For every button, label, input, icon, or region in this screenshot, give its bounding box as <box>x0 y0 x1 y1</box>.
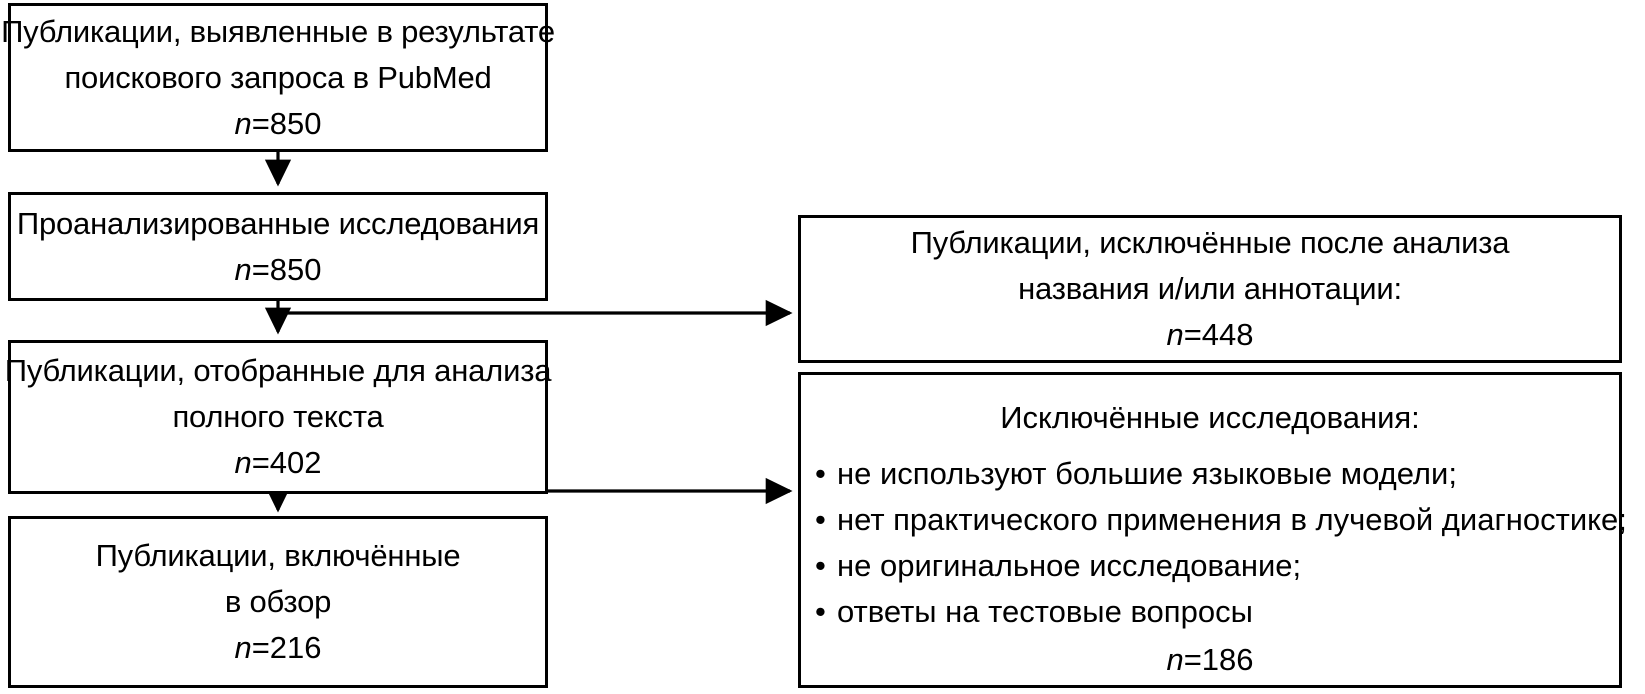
box-included-line2: в обзор <box>224 584 332 619</box>
box-included-in-review: Публикации, включённые в обзор n=216 <box>8 516 548 688</box>
box-records-identified: Публикации, выявленные в результате поис… <box>1 3 555 152</box>
n-symbol: n <box>234 105 252 141</box>
list-item: • нет практического применения в лучевой … <box>801 497 1627 543</box>
n-symbol: n <box>1166 642 1184 677</box>
n-value: =850 <box>251 251 322 287</box>
box-fulltext-count: n=402 <box>234 440 321 486</box>
box-excluded-studies: Исключённые исследования: • не используют… <box>798 372 1627 688</box>
list-item: • не оригинальное исследование; <box>801 543 1619 589</box>
n-symbol: n <box>234 251 252 287</box>
n-value: =850 <box>251 105 322 141</box>
n-symbol: n <box>234 445 252 480</box>
list-item-label: не используют большие языковые модели; <box>837 456 1457 491</box>
bullet-icon: • <box>815 456 826 491</box>
list-item: • не используют большие языковые модели; <box>801 451 1619 497</box>
box-identified-line2: поискового запроса в PubMed <box>64 59 492 95</box>
box-analyzed-count: n=850 <box>234 247 321 293</box>
box-analyzed-line1: Проанализированные исследования <box>16 205 540 241</box>
n-symbol: n <box>234 630 252 665</box>
box-identified-count: n=850 <box>234 101 321 147</box>
bullet-icon: • <box>815 502 826 537</box>
bullet-icon: • <box>815 548 826 583</box>
list-item-label: не оригинальное исследование; <box>837 548 1302 583</box>
box-fulltext-line2: полного текста <box>172 399 384 434</box>
list-item: • ответы на тестовые вопросы <box>801 589 1619 635</box>
bullet-icon: • <box>815 594 826 629</box>
n-value: =402 <box>251 445 322 480</box>
n-value: =448 <box>1183 317 1254 352</box>
box-fulltext-line1: Публикации, отобранные для анализа <box>4 353 552 388</box>
list-item-label: нет практического применения в лучевой д… <box>837 502 1627 537</box>
n-symbol: n <box>1166 317 1184 352</box>
box-excluded-abstract-line1: Публикации, исключённые после анализа <box>910 225 1510 260</box>
box-included-line1: Публикации, включённые <box>95 538 461 573</box>
box-fulltext-selected: Публикации, отобранные для анализа полно… <box>5 340 551 494</box>
box-excluded-after-abstract: Публикации, исключённые после анализа на… <box>798 215 1622 363</box>
box-excluded-studies-header: Исключённые исследования: <box>1000 400 1420 435</box>
n-value: =186 <box>1183 642 1254 677</box>
box-excluded-abstract-line2: названия и/или аннотации: <box>1018 271 1402 306</box>
box-included-count: n=216 <box>234 625 321 671</box>
box-excluded-studies-count: n=186 <box>801 637 1619 683</box>
n-value: =216 <box>251 630 322 665</box>
box-studies-analyzed: Проанализированные исследования n=850 <box>8 192 548 301</box>
box-identified-line1: Публикации, выявленные в результате <box>1 13 555 49</box>
list-item-label: ответы на тестовые вопросы <box>837 594 1253 629</box>
excluded-reasons-list: •не используют большие языковые модели; … <box>801 451 1627 635</box>
box-excluded-abstract-count: n=448 <box>1166 312 1253 358</box>
